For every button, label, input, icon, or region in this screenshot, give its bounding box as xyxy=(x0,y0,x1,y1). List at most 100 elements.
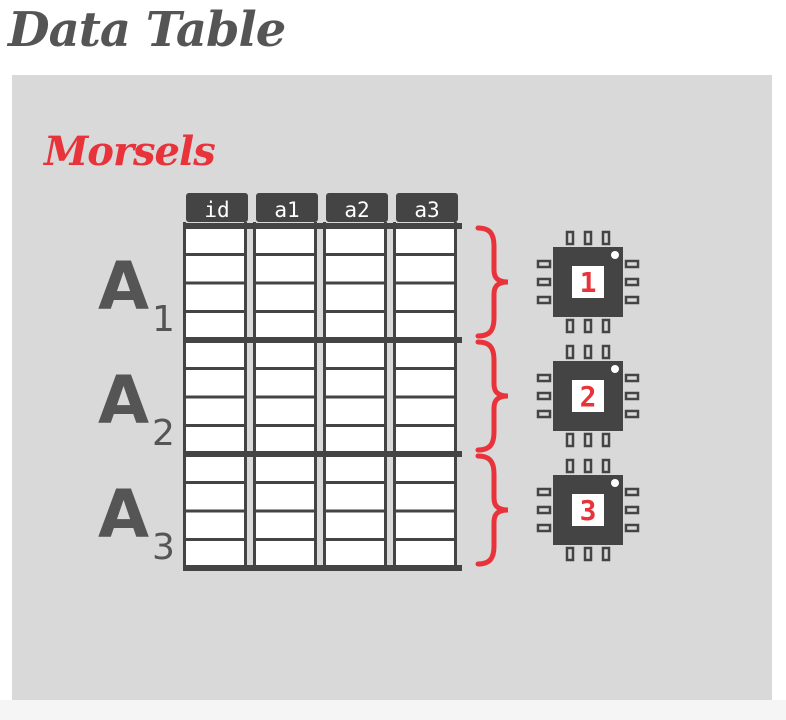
table-row-line xyxy=(186,481,244,484)
table-row-line xyxy=(256,281,314,285)
diagram-panel xyxy=(12,75,772,700)
table-row-line xyxy=(396,367,454,370)
chip-pin xyxy=(624,295,640,305)
core-label: 1 xyxy=(580,266,597,299)
column-border-left xyxy=(183,222,186,568)
partition-label-index: 1 xyxy=(152,299,175,340)
table-row-line xyxy=(326,509,384,513)
column-header-label: id xyxy=(204,198,229,222)
table-row-line xyxy=(186,395,244,399)
curly-brace-icon xyxy=(475,339,509,453)
chip-pin xyxy=(601,458,611,474)
chip-pin xyxy=(601,432,611,448)
chip-pin xyxy=(601,546,611,562)
table-row-line xyxy=(256,481,314,484)
partition-separator xyxy=(183,565,462,571)
morsels-title: Morsels xyxy=(44,128,216,175)
partition-label-index: 2 xyxy=(152,413,175,454)
chip-pin xyxy=(536,487,552,497)
chip-pin xyxy=(583,230,593,246)
table-row-line xyxy=(326,481,384,484)
chip-pin xyxy=(624,373,640,383)
chip-pin xyxy=(601,344,611,360)
column-border-left xyxy=(323,222,326,568)
table-row-line xyxy=(186,538,244,541)
chip-pin xyxy=(583,458,593,474)
chip-pin xyxy=(565,344,575,360)
table-row-line xyxy=(256,367,314,370)
column-border-left xyxy=(253,222,256,568)
column-border-right xyxy=(384,222,387,568)
table-row-line xyxy=(396,509,454,513)
chip-pin xyxy=(565,432,575,448)
chip-core-window xyxy=(572,266,604,298)
table-row-line xyxy=(186,424,244,427)
table-row-line xyxy=(396,481,454,484)
partition-braces xyxy=(475,225,509,567)
table-row-line xyxy=(256,253,314,256)
chip-pin xyxy=(583,546,593,562)
partition-label-letter: A xyxy=(98,362,149,439)
chip-pin xyxy=(565,318,575,334)
chip-core-window xyxy=(572,494,604,526)
chip-pin xyxy=(565,230,575,246)
column-border-right xyxy=(244,222,247,568)
curly-brace-icon xyxy=(475,225,509,339)
table-top-edge xyxy=(183,223,462,229)
table-row-line xyxy=(396,310,454,313)
chip-pin xyxy=(601,318,611,334)
column-header-id xyxy=(186,193,248,222)
column-header-a2 xyxy=(326,193,388,222)
table-row-line xyxy=(326,538,384,541)
cpu-cores: 1 2 3 xyxy=(536,230,640,562)
table-row-line xyxy=(326,310,384,313)
chip-pin xyxy=(624,523,640,533)
cpu-chip-icon: 2 xyxy=(536,344,640,448)
chip-pin xyxy=(536,505,552,515)
chip-pin xyxy=(583,344,593,360)
column-header-label: a1 xyxy=(274,198,299,222)
column-header-label: a3 xyxy=(414,198,439,222)
table-row-line xyxy=(186,310,244,313)
table-row-line xyxy=(326,367,384,370)
chip-orientation-dot xyxy=(611,251,619,259)
chip-pin xyxy=(536,277,552,287)
chip-pin xyxy=(624,391,640,401)
partition-separator xyxy=(183,451,462,457)
table-row-line xyxy=(396,395,454,399)
partition-label-letter: A xyxy=(98,248,149,325)
table-row-line xyxy=(326,253,384,256)
chip-pin xyxy=(565,458,575,474)
table-row-line xyxy=(326,281,384,285)
partition-separator xyxy=(183,337,462,343)
chip-pin xyxy=(536,409,552,419)
chip-pin xyxy=(624,277,640,287)
chip-orientation-dot xyxy=(611,365,619,373)
chip-pin xyxy=(565,546,575,562)
curly-brace-icon xyxy=(475,453,509,567)
chip-pin xyxy=(536,295,552,305)
core-label: 3 xyxy=(580,494,597,527)
page-title: Data Table xyxy=(8,2,286,58)
table-row-line xyxy=(396,281,454,285)
table-row-line xyxy=(186,253,244,256)
cpu-chip-icon: 1 xyxy=(536,230,640,334)
column-border-right xyxy=(454,222,457,568)
chip-pin xyxy=(536,259,552,269)
column-header-a1 xyxy=(256,193,318,222)
table-row-line xyxy=(396,424,454,427)
column-border-right xyxy=(314,222,317,568)
table-row-line xyxy=(396,253,454,256)
chip-orientation-dot xyxy=(611,479,619,487)
table-row-line xyxy=(186,281,244,285)
chip-pin xyxy=(624,409,640,419)
chip-pin xyxy=(624,487,640,497)
chip-pin xyxy=(536,373,552,383)
partition-label-index: 3 xyxy=(152,527,175,568)
table-row-line xyxy=(256,395,314,399)
table-row-line xyxy=(256,424,314,427)
chip-pin xyxy=(536,391,552,401)
bottom-strip xyxy=(0,700,786,720)
column-border-left xyxy=(393,222,396,568)
